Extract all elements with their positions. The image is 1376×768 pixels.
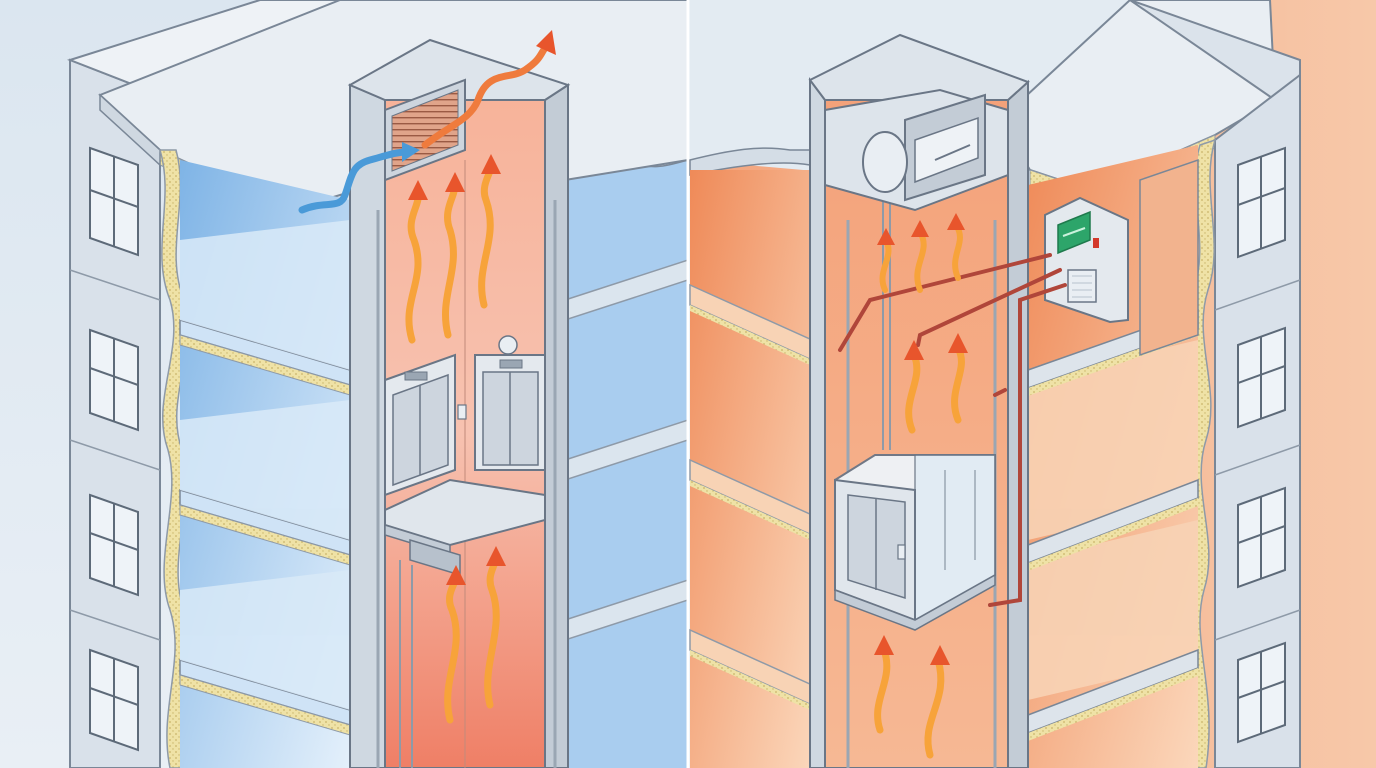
call-button-icon xyxy=(458,405,466,419)
right-background-floors xyxy=(690,170,812,768)
call-button-icon xyxy=(898,545,905,559)
left-interior-rooms xyxy=(180,160,350,768)
control-panel-icon xyxy=(1045,198,1128,322)
left-panel-cool xyxy=(0,0,688,768)
right-panel-warm xyxy=(690,0,1376,768)
indicator-lamp-icon xyxy=(499,336,517,354)
